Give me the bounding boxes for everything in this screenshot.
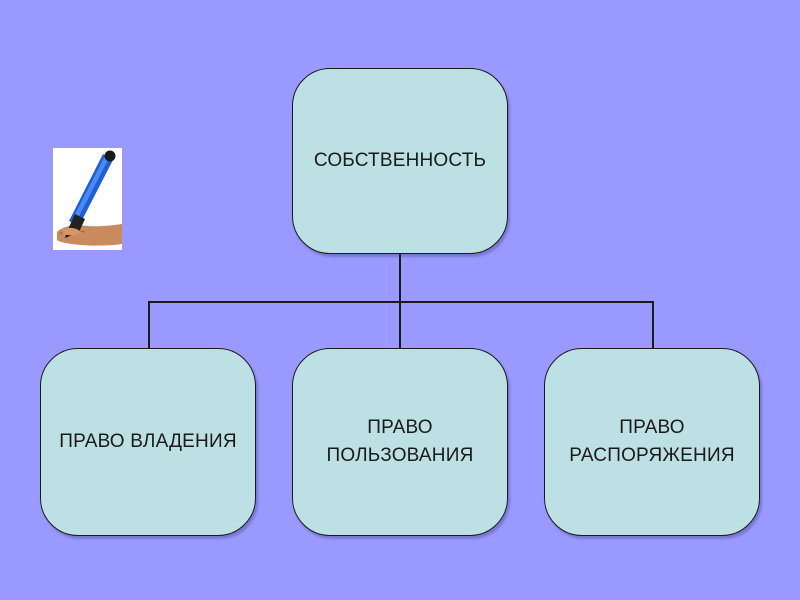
pen-in-hand-icon: [53, 148, 122, 250]
child-node-right-of-disposal: ПРАВО РАСПОРЯЖЕНИЯ: [544, 348, 760, 536]
child-node-label: ПРАВО ПОЛЬЗОВАНИЯ: [326, 417, 474, 466]
child-node-label: ПРАВО ВЛАДЕНИЯ: [59, 431, 237, 452]
child-node-label: ПРАВО РАСПОРЯЖЕНИЯ: [569, 417, 735, 466]
child-node-right-of-use: ПРАВО ПОЛЬЗОВАНИЯ: [292, 348, 508, 536]
root-node-ownership: СОБСТВЕННОСТЬ: [292, 68, 508, 254]
root-node-label: СОБСТВЕННОСТЬ: [313, 150, 487, 171]
child-node-right-of-possession: ПРАВО ВЛАДЕНИЯ: [40, 348, 256, 536]
